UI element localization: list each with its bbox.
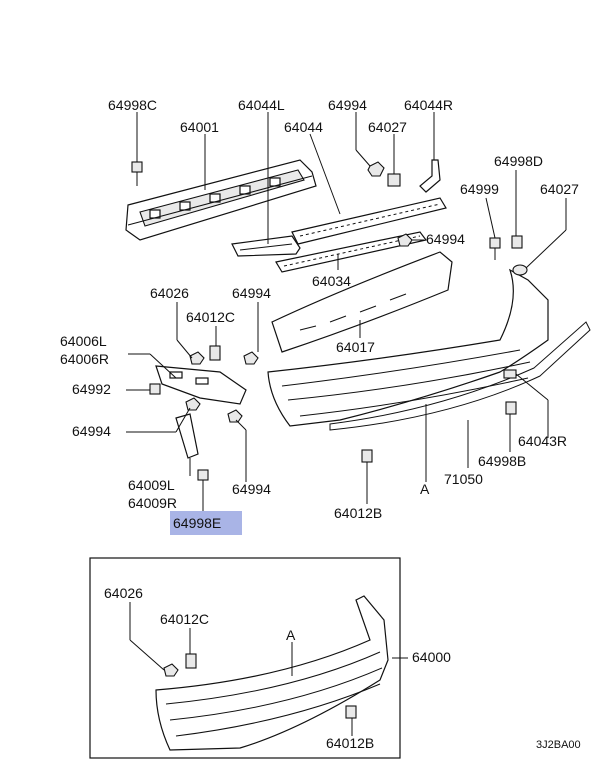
bolt-64998E [197, 469, 209, 492]
label-64027-right: 64027 [540, 181, 579, 197]
label-64034: 64034 [312, 273, 351, 289]
side-bracket-64006 [155, 365, 247, 405]
leader-lines [126, 112, 567, 512]
label-64998C: 64998C [108, 97, 157, 113]
clip-64027-right [512, 264, 528, 276]
nut-64994-low [185, 397, 201, 411]
clip-64012C [209, 345, 221, 361]
reinforcement-beam-64001 [125, 159, 317, 241]
bracket-64044R [419, 159, 441, 193]
label-64994-mid: 64994 [426, 231, 465, 247]
label-64017: 64017 [336, 339, 375, 355]
nut-64994-top [367, 161, 385, 177]
label-64994-low: 64994 [72, 423, 111, 439]
inset-clip-64012B [345, 705, 357, 719]
label-64026: 64026 [150, 285, 189, 301]
bolt-64998D [511, 235, 523, 249]
label-inset-64000: 64000 [412, 649, 451, 665]
label-64009R: 64009R [128, 495, 177, 511]
cover-64017 [271, 251, 453, 353]
label-64009L: 64009L [128, 477, 175, 493]
nut-64994-mid [397, 233, 413, 247]
label-64994-bottom: 64994 [232, 481, 271, 497]
label-64001: 64001 [180, 119, 219, 135]
label-64994-top: 64994 [328, 97, 367, 113]
retainer-64044 [291, 197, 447, 245]
label-64012C: 64012C [186, 309, 235, 325]
label-64999: 64999 [460, 181, 499, 197]
label-64998D: 64998D [494, 153, 543, 169]
label-64012B: 64012B [334, 505, 382, 521]
label-64994-left: 64994 [232, 285, 271, 301]
label-inset-64012C: 64012C [160, 611, 209, 627]
label-64998E: 64998E [173, 515, 221, 531]
nut-64994-bottom [227, 409, 243, 423]
moulding-71050 [329, 321, 591, 431]
label-64044R: 64044R [404, 97, 453, 113]
label-64044L: 64044L [238, 97, 285, 113]
retainer-64034 [275, 231, 428, 273]
label-71050: 71050 [444, 471, 483, 487]
label-64006L: 64006L [60, 333, 107, 349]
label-64043R: 64043R [518, 433, 567, 449]
label-64044: 64044 [284, 119, 323, 135]
bolt-64998B [505, 401, 517, 415]
label-64992: 64992 [72, 381, 111, 397]
part-labels: 64998C 64001 64044L 64044 64994 64044R 6… [60, 97, 581, 751]
label-inset-64026: 64026 [104, 585, 143, 601]
bumper-face [267, 268, 549, 427]
clip-64012B [361, 449, 373, 463]
inset-box [89, 557, 408, 759]
clip-64027-top [387, 173, 401, 187]
clip-64043R [503, 369, 517, 379]
label-64998B: 64998B [478, 453, 526, 469]
inset-nut-64026 [163, 663, 179, 677]
label-64027-top: 64027 [368, 119, 407, 135]
label-ref-A: A [420, 481, 430, 497]
label-inset-ref-A: A [286, 627, 296, 643]
diagram-code: 3J2BA00 [536, 739, 581, 751]
bolt-64999 [489, 237, 501, 260]
inset-clip-64012C [185, 653, 197, 669]
label-64006R: 64006R [60, 351, 109, 367]
fasteners [131, 161, 528, 492]
bracket-64044L [231, 235, 301, 257]
bolt-64992 [149, 383, 161, 395]
nut-64994-left [243, 351, 259, 365]
bolt-64998C [131, 161, 143, 186]
stay-64009 [175, 413, 199, 459]
highlight-64998E [170, 511, 242, 535]
nut-64026 [189, 351, 205, 365]
label-inset-64012B: 64012B [326, 735, 374, 751]
